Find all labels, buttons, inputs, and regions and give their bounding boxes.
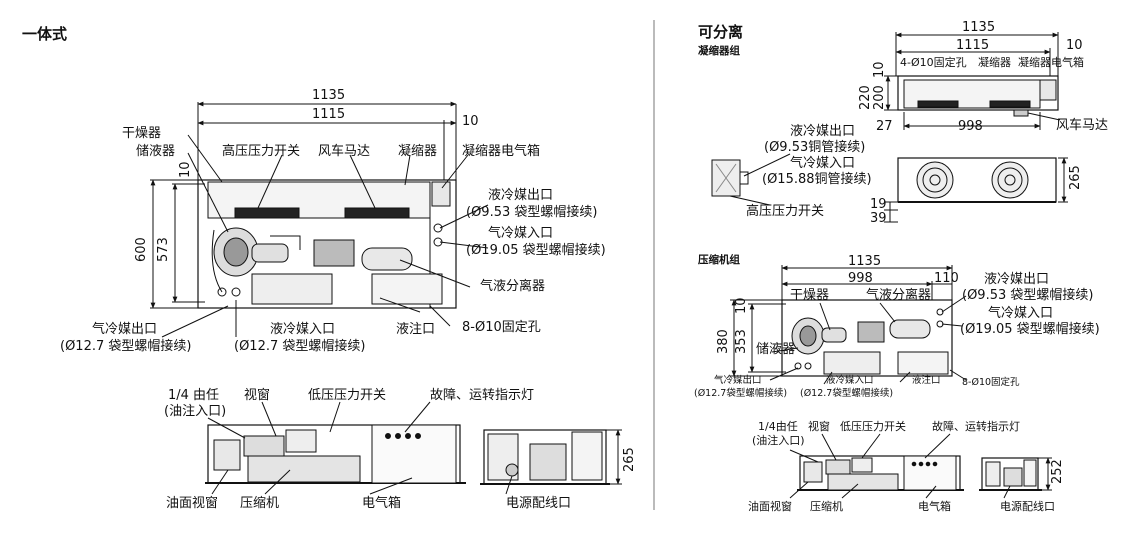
label-separator: 气液分离器 xyxy=(480,279,546,294)
label-sight-glass: 视窗 xyxy=(244,388,271,403)
compressor-group-title: 压缩机组 xyxy=(698,254,740,266)
label-power-port: 电源配线口 xyxy=(506,496,572,511)
condenser-group-elevation-view xyxy=(897,157,1057,203)
cpg-label-fill-port: 液注口 xyxy=(912,375,941,386)
label-gas-in-spec: (Ø19.05 袋型螺帽接续) xyxy=(466,243,606,258)
cg-dim-39: 39 xyxy=(870,211,887,226)
condenser-group-title: 凝缩器组 xyxy=(698,45,740,57)
cg-label-condenser: 凝缩器 xyxy=(978,56,1011,69)
label-fan-motor: 风车马达 xyxy=(318,144,371,159)
dim-inner-width: 1115 xyxy=(312,107,346,122)
cg-label-gas-in-spec: (Ø15.88铜管接续) xyxy=(762,172,872,187)
label-gas-in: 气冷媒入口 xyxy=(488,226,554,241)
rb-dim-height: 252 xyxy=(1050,459,1065,484)
cpg-label-dryer: 干燥器 xyxy=(790,288,830,303)
label-condenser: 凝缩器 xyxy=(398,144,438,159)
cpg-label-liquid-in: 液冷媒入口 xyxy=(826,375,874,386)
label-gas-out-spec: (Ø12.7 袋型螺帽接续) xyxy=(60,339,192,354)
cpg-label-gas-in: 气冷媒入口 xyxy=(988,306,1054,321)
cg-label-liquid-out-spec: (Ø9.53铜管接续) xyxy=(764,140,866,155)
cg-label-fan-motor: 风车马达 xyxy=(1056,118,1109,133)
condenser-group-plan-view xyxy=(897,75,1059,117)
cpg-label-gas-in-spec: (Ø19.05 袋型螺帽接续) xyxy=(960,322,1100,337)
label-liquid-in-spec: (Ø12.7 袋型螺帽接续) xyxy=(234,339,366,354)
condenser-group-side-view xyxy=(711,159,749,197)
cg-dim-side-265: 265 xyxy=(1068,165,1083,190)
label-indicator: 故障、运转指示灯 xyxy=(430,388,535,403)
rb-label-lp-switch: 低压压力开关 xyxy=(840,420,906,433)
compressor-group-side-view xyxy=(979,457,1042,491)
rb-label-union: 1/4由任 xyxy=(758,420,798,433)
label-lp-switch: 低压压力开关 xyxy=(308,388,387,403)
cg-dim-10: 10 xyxy=(872,61,887,78)
integrated-unit-front-view xyxy=(205,424,466,484)
compressor-group-front-view xyxy=(797,455,964,491)
cpg-label-gas-out-spec: (Ø12.7袋型螺帽接续) xyxy=(694,388,788,399)
cpg-dim-353: 353 xyxy=(734,329,749,354)
cpg-label-receiver: 储液器 xyxy=(756,342,796,357)
cpg-dim-998: 998 xyxy=(848,271,873,286)
cg-dim-19: 19 xyxy=(870,197,887,212)
cg-label-gas-in: 气冷媒入口 xyxy=(790,156,856,171)
dim-height-573: 573 xyxy=(156,237,171,262)
cpg-label-gas-out: 气冷媒出口 xyxy=(714,375,762,386)
separable-title: 可分离 xyxy=(698,23,744,41)
cg-label-hp-switch: 高压压力开关 xyxy=(746,204,825,219)
cg-dim-27: 27 xyxy=(876,119,893,134)
label-liquid-out: 液冷媒出口 xyxy=(488,188,554,203)
dim-front-height: 265 xyxy=(622,447,637,472)
label-condenser-box: 凝缩器电气箱 xyxy=(462,144,541,159)
cpg-dim-10: 10 xyxy=(734,297,749,314)
cg-label-liquid-out: 液冷媒出口 xyxy=(790,124,856,139)
label-electric-box: 电气箱 xyxy=(362,496,402,511)
rb-label-union-note: (油注入口) xyxy=(752,434,805,447)
cpg-dim-overall: 1135 xyxy=(848,254,882,269)
cpg-label-separator: 气液分离器 xyxy=(866,288,932,303)
integrated-title: 一体式 xyxy=(22,25,68,43)
cg-label-electric-box: 凝缩器电气箱 xyxy=(1018,56,1084,69)
compressor-group-plan-view xyxy=(781,299,953,377)
label-hp-switch: 高压压力开关 xyxy=(222,144,301,159)
cpg-label-fix-holes: 8-Ø10固定孔 xyxy=(962,377,1020,388)
integrated-unit-plan-view xyxy=(197,179,457,309)
cpg-label-liquid-in-spec: (Ø12.7袋型螺帽接续) xyxy=(800,388,894,399)
cg-dim-998: 998 xyxy=(958,119,983,134)
cpg-label-liquid-out-spec: (Ø9.53 袋型螺帽接续) xyxy=(962,288,1094,303)
cg-dim-200: 200 xyxy=(872,85,887,110)
cg-dim-inner: 1115 xyxy=(956,38,990,53)
rb-label-oil-sight: 油面视窗 xyxy=(748,500,792,513)
cg-dim-offset: 10 xyxy=(1066,38,1083,53)
cpg-dim-380: 380 xyxy=(716,329,731,354)
label-dryer: 干燥器 xyxy=(122,126,162,141)
dim-top-offset: 10 xyxy=(178,161,193,178)
label-receiver: 储液器 xyxy=(136,144,176,159)
label-union-note: (油注入口) xyxy=(164,404,227,419)
label-gas-out: 气冷媒出口 xyxy=(92,322,158,337)
label-liquid-out-spec: (Ø9.53 袋型螺帽接续) xyxy=(466,205,598,220)
dim-offset: 10 xyxy=(462,114,479,129)
integrated-unit-side-view xyxy=(480,429,610,485)
label-liquid-in: 液冷媒入口 xyxy=(270,322,336,337)
rb-label-sight-glass: 视窗 xyxy=(808,420,830,433)
label-oil-sight: 油面视窗 xyxy=(166,496,219,511)
cpg-label-liquid-out: 液冷媒出口 xyxy=(984,272,1050,287)
label-compressor: 压缩机 xyxy=(240,496,280,511)
label-fill-port: 液注口 xyxy=(396,322,436,337)
dim-overall-width: 1135 xyxy=(312,88,346,103)
label-fix-holes: 8-Ø10固定孔 xyxy=(462,320,541,335)
cg-dim-220: 220 xyxy=(858,85,873,110)
dim-height-600: 600 xyxy=(134,237,149,262)
label-union: 1/4 由任 xyxy=(168,388,220,403)
rb-label-electric-box: 电气箱 xyxy=(918,500,951,513)
cpg-dim-110: 110 xyxy=(934,271,959,286)
cg-dim-overall: 1135 xyxy=(962,20,996,35)
rb-label-indicator: 故障、运转指示灯 xyxy=(932,420,1020,433)
rb-label-compressor: 压缩机 xyxy=(810,500,843,513)
cg-label-fix-holes: 4-Ø10固定孔 xyxy=(900,56,967,69)
rb-label-power-port: 电源配线口 xyxy=(1000,500,1055,513)
